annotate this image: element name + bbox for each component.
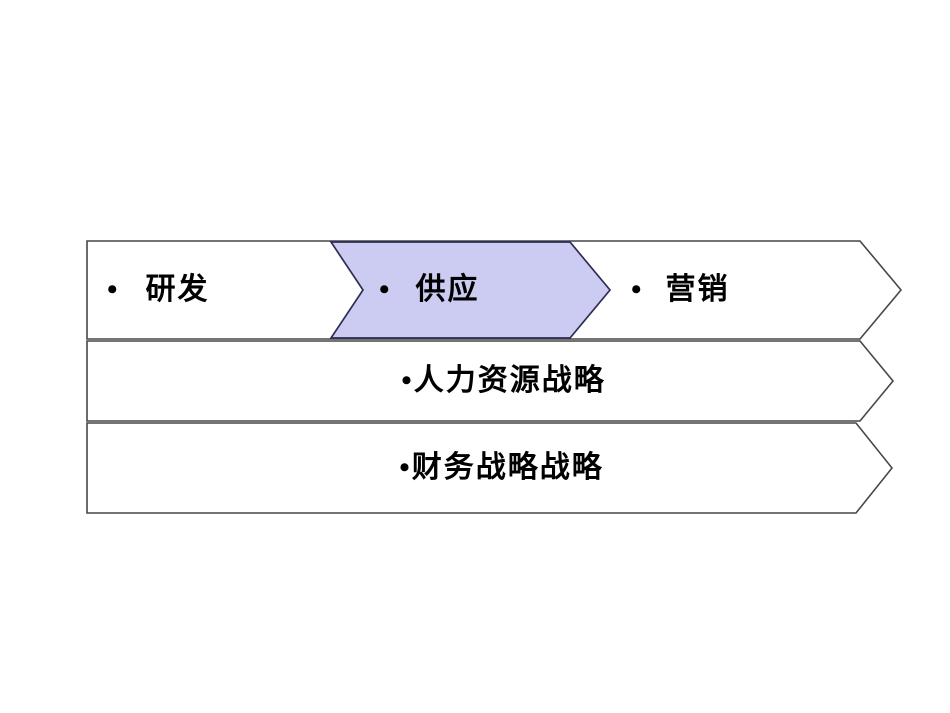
hr-strategy-band-shape: [86, 340, 895, 422]
process-step-marketing-label: 营销: [665, 273, 730, 306]
finance-strategy-band-shape: [86, 422, 894, 514]
bullet-icon: •: [107, 273, 118, 306]
finance-strategy-band: •财务战略战略: [87, 423, 886, 513]
bullet-icon: •: [379, 273, 390, 306]
process-step-rnd-label: 研发: [145, 273, 210, 306]
finance-strategy-label: •财务战略战略: [399, 451, 604, 484]
process-step-marketing: • 营销: [613, 241, 878, 339]
process-step-supply: • 供应: [363, 242, 586, 338]
hr-strategy-band: •人力资源战略: [87, 341, 890, 421]
hr-strategy-label: •人力资源战略: [401, 364, 606, 397]
process-step-supply-label: 供应: [415, 273, 480, 306]
highlighted-chevron-shape: [329, 241, 612, 339]
bullet-icon: •: [631, 273, 642, 306]
process-step-rnd: • 研发: [87, 241, 351, 339]
